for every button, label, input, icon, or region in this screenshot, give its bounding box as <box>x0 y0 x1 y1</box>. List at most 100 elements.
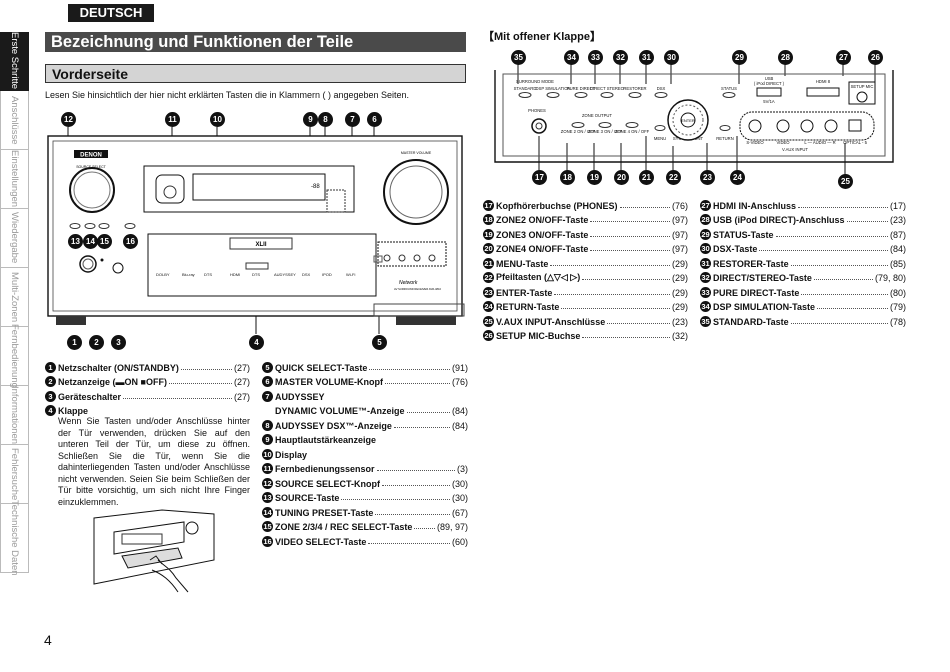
setup-mic-jack <box>856 91 868 103</box>
svg-text:DIRECT STEREO: DIRECT STEREO <box>590 86 625 91</box>
svg-text:MASTER VOLUME: MASTER VOLUME <box>401 151 432 155</box>
callout-16: 16 <box>123 234 138 249</box>
svg-text:ZONE 2 ON / OFF: ZONE 2 ON / OFF <box>561 129 596 134</box>
remote-sensor <box>163 185 177 199</box>
callout-6: 6 <box>367 112 382 127</box>
svg-text:AV SURROUND RECEIVER AVR-4810: AV SURROUND RECEIVER AVR-4810 <box>394 287 441 291</box>
callout-4: 4 <box>249 335 264 350</box>
volume-indicator: -88 <box>311 184 320 190</box>
tab-informationen[interactable]: Informationen <box>0 386 29 445</box>
svg-text:HDMI 8: HDMI 8 <box>816 79 831 84</box>
callout-7: 7 <box>345 112 360 127</box>
tab-einstellungen[interactable]: Einstellungen <box>0 150 29 209</box>
svg-text:V.AUX INPUT: V.AUX INPUT <box>782 147 808 152</box>
svg-text:STATUS: STATUS <box>721 86 737 91</box>
section-title: Vorderseite <box>45 64 466 83</box>
callout-25: 25 <box>838 174 853 189</box>
callout-14: 14 <box>83 234 98 249</box>
tab-fehlersuche[interactable]: Fehlersuche <box>0 445 29 504</box>
callout-30: 30 <box>664 50 679 65</box>
tab-fernbedienung[interactable]: Fernbedienung <box>0 324 29 388</box>
callout-3: 3 <box>111 335 126 350</box>
svg-text:PHONES: PHONES <box>528 108 546 113</box>
hdmi-port <box>806 87 840 97</box>
svg-text:Wi-Fi: Wi-Fi <box>346 272 355 277</box>
svg-text:ZONE 4 ON / OFF: ZONE 4 ON / OFF <box>615 129 650 134</box>
svg-text:DSP SIMULATION: DSP SIMULATION <box>536 86 571 91</box>
svg-text:OPTICAL - 5: OPTICAL - 5 <box>843 140 867 145</box>
callout-22: 22 <box>666 170 681 185</box>
callout-21: 21 <box>639 170 654 185</box>
tab-technische-daten[interactable]: Technische Daten <box>0 500 29 576</box>
callout-9: 9 <box>303 112 318 127</box>
tab-wiedergabe[interactable]: Wiedergabe <box>0 209 29 268</box>
svg-text:DOLBY: DOLBY <box>156 272 170 277</box>
callout-20: 20 <box>614 170 629 185</box>
callout-12: 12 <box>61 112 76 127</box>
page-number: 4 <box>44 632 52 648</box>
svg-text:( iPod DIRECT ): ( iPod DIRECT ) <box>754 81 785 86</box>
source-select-knob <box>69 167 115 213</box>
svg-text:AUDYSSEY: AUDYSSEY <box>274 272 296 277</box>
callout-23: 23 <box>700 170 715 185</box>
callout-26: 26 <box>868 50 883 65</box>
callout-1: 1 <box>67 335 82 350</box>
chapter-tabs: Erste Schritte Anschlüsse Einstellungen … <box>0 32 29 576</box>
svg-text:ZONE 3 ON / OFF: ZONE 3 ON / OFF <box>588 129 623 134</box>
callout-5: 5 <box>372 335 387 350</box>
svg-text:ENTER: ENTER <box>681 118 695 123</box>
flap-illustration <box>93 509 215 593</box>
open-panel-title: 【Mit offener Klappe】 <box>483 31 601 43</box>
svg-text:DSX: DSX <box>657 86 666 91</box>
callout-11: 11 <box>165 112 180 127</box>
callout-32: 32 <box>613 50 628 65</box>
tab-multi-zonen[interactable]: Multi-Zonen <box>0 268 29 327</box>
svg-text:VIDEO: VIDEO <box>776 140 790 145</box>
svg-text:MENU: MENU <box>654 136 666 141</box>
denon-logo <box>74 150 108 158</box>
tab-anschluesse[interactable]: Anschlüsse <box>0 91 29 150</box>
usb-port <box>756 87 782 97</box>
svg-text:IPOD: IPOD <box>322 272 332 277</box>
callout-31: 31 <box>639 50 654 65</box>
svg-text:XLII: XLII <box>255 242 266 248</box>
svg-text:ZONE OUTPUT: ZONE OUTPUT <box>582 113 612 118</box>
svg-text:PURE DIRECT: PURE DIRECT <box>567 86 596 91</box>
callout-17: 17 <box>532 170 547 185</box>
klappe-description: Wenn Sie Tasten und/oder Anschlüsse hint… <box>58 416 250 507</box>
callout-15: 15 <box>97 234 112 249</box>
svg-text:DENON: DENON <box>80 153 102 159</box>
tab-erste-schritte[interactable]: Erste Schritte <box>0 32 29 91</box>
svg-text:S-VIDEO: S-VIDEO <box>746 140 764 145</box>
